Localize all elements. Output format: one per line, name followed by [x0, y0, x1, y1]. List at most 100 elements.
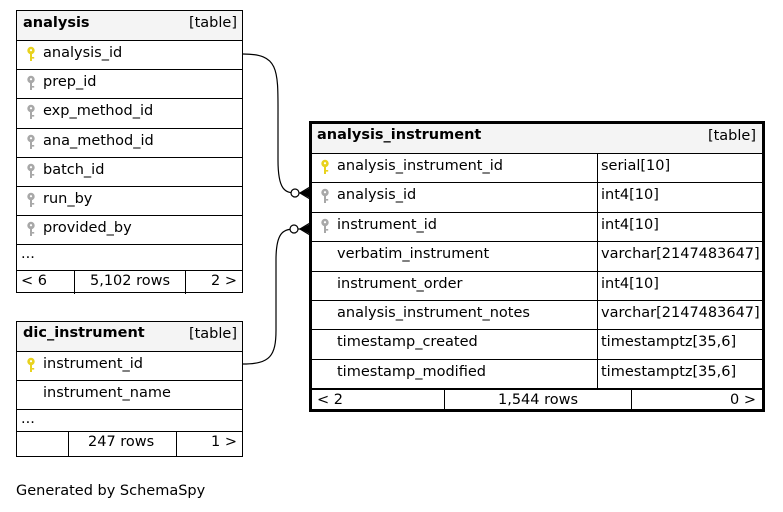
primary-key-icon: [25, 357, 37, 373]
row-divider: [312, 358, 762, 360]
column-name: verbatim_instrument: [337, 246, 490, 263]
foreign-key-icon: [25, 221, 37, 237]
row-divider: [17, 351, 242, 352]
column-name: instrument_order: [337, 275, 463, 292]
fk-link-instrument-id: [242, 228, 310, 365]
footer-prev[interactable]: < 6: [21, 273, 47, 290]
column-row[interactable]: analysis_id int4[10]: [312, 182, 762, 211]
footer-rows: 247 rows: [88, 434, 155, 451]
row-divider: [17, 215, 242, 217]
row-divider: [17, 431, 242, 433]
footer-prev[interactable]: < 2: [317, 392, 343, 409]
column-name: instrument_id: [43, 356, 144, 372]
column-name: timestamp_created: [337, 334, 478, 351]
column-name: provided_by: [43, 220, 132, 237]
table-name: dic_instrument: [23, 325, 145, 341]
column-name: analysis_id: [337, 187, 417, 204]
footer-next[interactable]: 0 >: [730, 392, 756, 409]
column-name: prep_id: [43, 74, 97, 91]
column-row[interactable]: analysis_id: [17, 40, 242, 69]
column-type: varchar[2147483647]: [601, 246, 760, 263]
foreign-key-icon: [25, 163, 37, 179]
column-name: analysis_instrument_notes: [337, 305, 530, 321]
row-divider: [17, 156, 242, 158]
foreign-key-icon: [25, 192, 37, 208]
column-type: int4[10]: [601, 216, 659, 233]
optional-marker-analysis-id: [290, 188, 300, 198]
row-divider: [17, 380, 242, 382]
more-columns: ...: [21, 246, 35, 263]
row-divider: [17, 69, 242, 71]
column-type: serial[10]: [601, 158, 671, 174]
row-divider: [17, 98, 242, 100]
column-name: instrument_id: [337, 216, 438, 233]
column-row[interactable]: verbatim_instrument varchar[2147483647]: [312, 241, 762, 270]
column-divider: [444, 388, 445, 413]
column-row[interactable]: timestamp_created timestamptz[35,6]: [312, 329, 762, 358]
column-row[interactable]: exp_method_id: [17, 98, 242, 127]
column-name: exp_method_id: [43, 103, 154, 120]
row-divider: [17, 270, 242, 272]
column-row[interactable]: analysis_instrument_id serial[10]: [312, 153, 762, 182]
table-name: analysis: [23, 15, 90, 31]
column-type: timestamptz[35,6]: [601, 334, 737, 351]
column-row[interactable]: instrument_id int4[10]: [312, 212, 762, 241]
column-type: int4[10]: [601, 187, 659, 204]
table-analysis-instrument[interactable]: analysis_instrument [table] analysis_instr…: [309, 121, 765, 413]
column-name: batch_id: [43, 161, 105, 178]
row-divider: [17, 244, 242, 246]
row-divider: [312, 329, 762, 331]
foreign-key-icon: [319, 218, 331, 234]
column-name: instrument_name: [43, 385, 171, 402]
column-name: ana_method_id: [43, 132, 154, 149]
row-divider: [17, 127, 242, 129]
column-name: analysis_instrument_id: [337, 158, 503, 174]
column-row[interactable]: analysis_instrument_notes varchar[2147483…: [312, 300, 762, 329]
column-row[interactable]: instrument_id: [17, 351, 242, 380]
column-row[interactable]: instrument_order int4[10]: [312, 271, 762, 300]
column-divider: [68, 431, 69, 458]
column-row[interactable]: ana_method_id: [17, 128, 242, 157]
primary-key-icon: [25, 46, 37, 62]
table-type: [table]: [707, 128, 756, 144]
row-divider: [312, 211, 762, 213]
table-analysis[interactable]: analysis [table] analysis_id prep_id exp_met…: [16, 10, 243, 295]
column-row[interactable]: instrument_name: [17, 380, 242, 409]
row-divider: [17, 409, 242, 411]
column-row[interactable]: run_by: [17, 186, 242, 215]
table-header: dic_instrument [table]: [17, 322, 242, 351]
column-row[interactable]: prep_id: [17, 69, 242, 98]
row-divider: [312, 300, 762, 301]
column-name: analysis_id: [43, 45, 123, 61]
table-type: [table]: [188, 326, 237, 342]
column-row[interactable]: provided_by: [17, 215, 242, 244]
column-divider: [631, 388, 632, 413]
column-name: run_by: [43, 191, 93, 207]
row-divider: [312, 182, 762, 184]
table-header: analysis [table]: [17, 11, 242, 40]
foreign-key-icon: [25, 104, 37, 120]
footer-next[interactable]: 2 >: [211, 273, 237, 290]
column-name: timestamp_modified: [337, 363, 486, 380]
more-columns: ...: [21, 411, 35, 428]
column-type: timestamptz[35,6]: [601, 363, 737, 380]
column-type: int4[10]: [601, 275, 659, 292]
row-divider: [312, 153, 762, 154]
optional-marker-instrument-id: [289, 224, 299, 234]
column-divider: [597, 153, 598, 389]
table-type: [table]: [188, 15, 237, 31]
row-divider: [17, 40, 242, 41]
column-row[interactable]: timestamp_modified timestamptz[35,6]: [312, 359, 762, 388]
column-row[interactable]: batch_id: [17, 157, 242, 186]
foreign-key-icon: [319, 188, 331, 204]
row-divider: [312, 270, 762, 272]
primary-key-icon: [319, 159, 331, 175]
row-divider: [312, 241, 762, 243]
table-name: analysis_instrument: [317, 127, 482, 143]
footer-next[interactable]: 1 >: [211, 434, 237, 451]
foreign-key-icon: [25, 134, 37, 150]
column-divider: [185, 270, 186, 295]
column-type: varchar[2147483647]: [601, 305, 760, 321]
